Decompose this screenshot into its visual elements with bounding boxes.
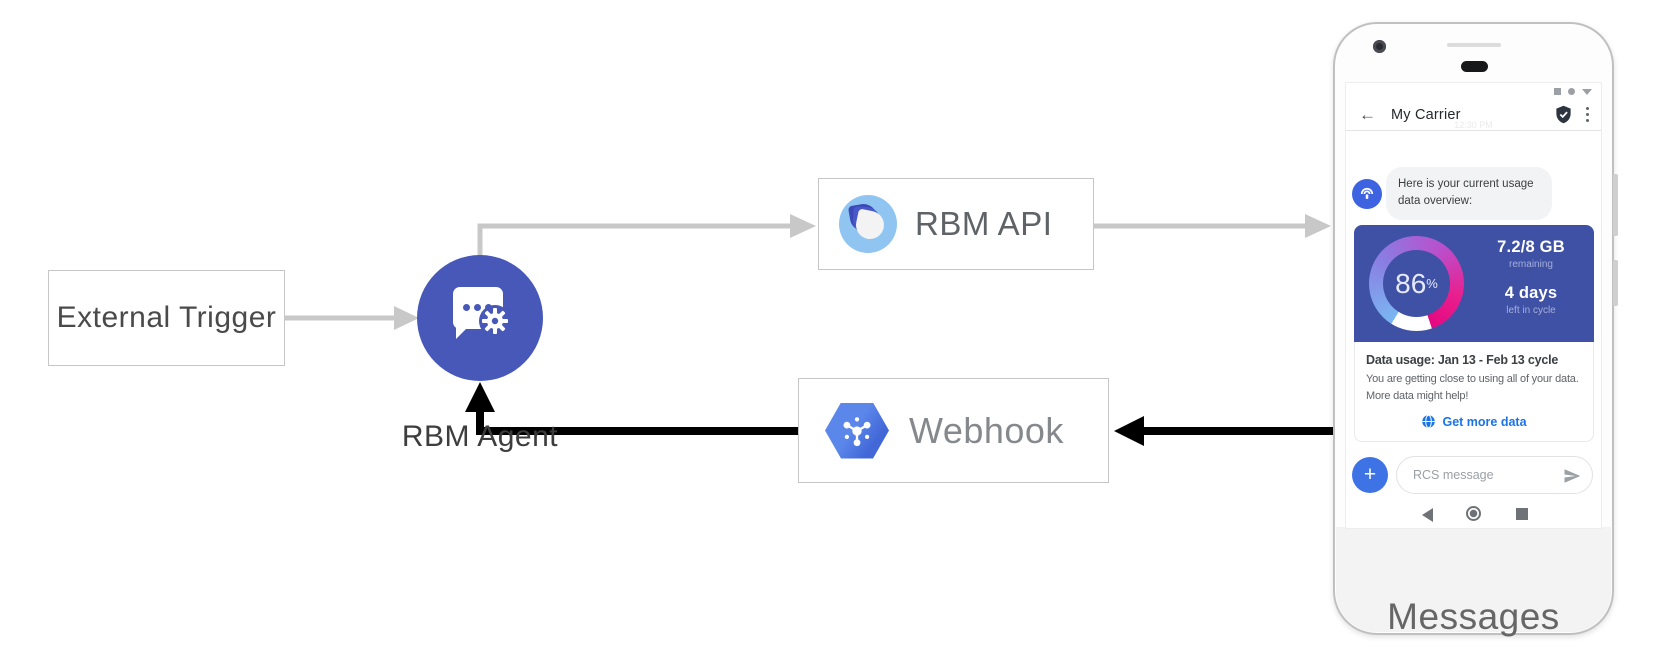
volume-button [1613,174,1618,236]
external-trigger-node: External Trigger [48,270,285,366]
message-text-line2: data overview: [1398,195,1473,208]
usage-percent: 86 [1395,267,1427,299]
messages-caption: Messages [1387,596,1560,637]
add-attachment-button[interactable]: + [1352,457,1388,493]
data-usage-rich-card: 86% 7.2/8 GB remaining 4 days left in cy… [1354,225,1594,442]
nav-back-button[interactable] [1422,508,1433,522]
arrowhead-trigger-to-agent [394,306,419,330]
verified-shield-icon [1555,105,1571,124]
agent-message-row: Here is your current usage data overview… [1352,167,1552,220]
status-square-icon [1554,88,1561,95]
logo-teardrop-light [853,208,887,242]
usage-stats: 7.2/8 GB remaining 4 days left in cycle [1472,238,1590,316]
conversation-header: ← My Carrier [1346,99,1601,131]
overflow-menu-icon[interactable] [1585,106,1589,123]
message-timestamp: 12:30 PM [1454,120,1493,130]
arrowhead-agent-to-api [790,214,816,238]
chat-bubble-icon [453,287,511,339]
conversation-title: My Carrier [1391,106,1461,123]
status-bar [1554,88,1592,95]
usage-gauge: 86% [1369,236,1464,331]
rbm-agent-node [417,255,543,381]
gear-icon [478,304,512,338]
chat-bubble-tail [456,326,469,339]
usage-gauge-panel: 86% 7.2/8 GB remaining 4 days left in cy… [1354,225,1594,342]
rbm-api-label: RBM API [915,205,1053,242]
android-nav-bar [1346,505,1601,525]
usage-card-title: Data usage: Jan 13 - Feb 13 cycle [1366,353,1559,367]
rbm-agent-label: RBM Agent [401,420,559,453]
top-speaker-line [1447,43,1501,47]
rcs-message-input[interactable] [1413,468,1533,482]
days-left-value: 4 days [1504,284,1558,302]
status-dot-icon [1568,88,1575,95]
external-trigger-label: External Trigger [56,301,277,334]
rbm-api-logo-icon [839,195,897,253]
status-triangle-icon [1582,88,1592,95]
usage-card-body-line1: You are getting close to using all of yo… [1366,373,1579,385]
power-button [1613,260,1618,306]
message-bubble: Here is your current usage data overview… [1386,167,1552,220]
message-text-line1: Here is your current usage [1398,178,1534,190]
webhook-label: Webhook [909,409,1064,451]
message-input-pill [1396,456,1593,494]
data-remaining-value: 7.2/8 GB [1497,238,1565,256]
nav-home-button[interactable] [1466,506,1481,521]
front-camera [1373,40,1386,53]
usage-card-body-line2: More data might help! [1366,389,1469,402]
globe-icon [1422,414,1436,429]
compose-bar: + [1352,456,1593,494]
earpiece-speaker [1461,61,1488,72]
days-left-label: left in cycle [1506,305,1556,316]
data-remaining-label: remaining [1509,259,1553,270]
arrowhead-api-to-phone [1305,214,1331,238]
arrowhead-phone-to-webhook [1114,416,1144,446]
chat-dot-icon [463,304,470,311]
arrow-agent-to-api [477,223,792,256]
rbm-api-node: RBM API [818,178,1094,270]
nav-recents-button[interactable] [1516,508,1528,520]
pubsub-hexagon-icon [825,402,889,459]
chat-dot-icon [474,304,481,311]
phone-mockup: ← My Carrier 12:30 PM [1333,22,1618,635]
send-icon[interactable] [1563,467,1581,485]
pubsub-hub-icon [843,416,871,446]
get-more-data-button[interactable]: Get more data [1366,414,1582,429]
phone-screen: ← My Carrier 12:30 PM [1345,82,1602,529]
back-arrow-icon[interactable]: ← [1359,104,1376,124]
phone-chin [1336,527,1611,632]
usage-detail-panel: Data usage: Jan 13 - Feb 13 cycle You ar… [1354,342,1594,442]
arrowhead-webhook-to-agent [465,382,495,412]
carrier-avatar-icon [1352,179,1382,209]
arrow-webhook-to-agent [476,410,798,435]
webhook-node: Webhook [798,378,1109,483]
